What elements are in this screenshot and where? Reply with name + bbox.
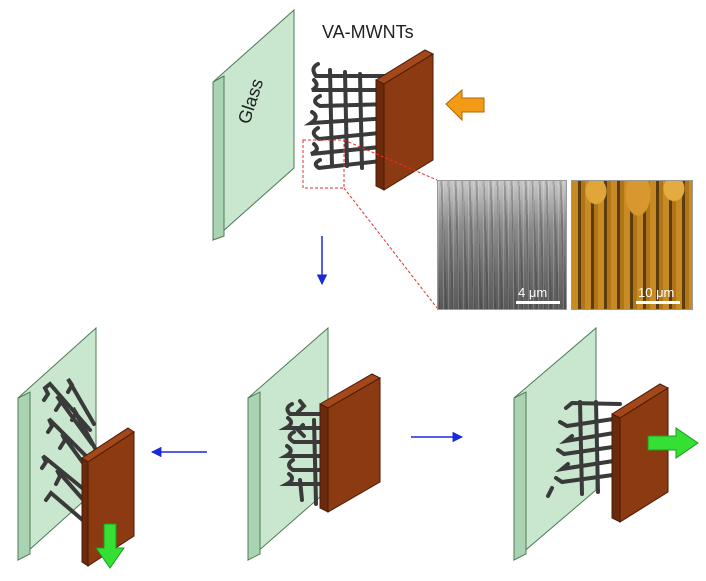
- scale-bar-4um: [516, 301, 560, 304]
- scale-bar-10um: [636, 301, 680, 304]
- bottom-middle-brown-plate: [318, 373, 382, 513]
- zoom-leader-top: [343, 139, 438, 181]
- bottom-middle-glass-plate: [247, 326, 329, 562]
- top-brown-plate: [374, 49, 435, 191]
- pull-down-arrow-icon: [95, 523, 125, 569]
- pull-right-arrow-icon: [647, 427, 699, 459]
- bottom-left-nanotube-array: [40, 377, 98, 530]
- zoom-region-box: [302, 139, 345, 189]
- zoom-leader-bottom: [343, 187, 438, 309]
- bottom-right-nanotube-array: [546, 400, 622, 498]
- bottom-middle-nanotube-array: [278, 399, 336, 506]
- sem-micrograph-gray: 4 μm: [437, 180, 567, 310]
- bottom-right-brown-plate: [610, 383, 670, 523]
- bottom-left-brown-plate: [81, 427, 135, 567]
- scale-label-10um: 10 μm: [638, 285, 675, 300]
- bottom-left-glass-plate: [17, 326, 97, 562]
- top-glass-plate: [212, 8, 295, 242]
- sem-micrograph-colored: 10 μm: [571, 180, 693, 310]
- press-arrow-icon: [445, 88, 485, 122]
- scale-label-4um: 4 μm: [518, 285, 548, 300]
- va-mwnts-label: VA-MWNTs: [322, 22, 414, 42]
- top-nanotube-array: [303, 62, 392, 171]
- bottom-right-glass-plate: [513, 326, 597, 562]
